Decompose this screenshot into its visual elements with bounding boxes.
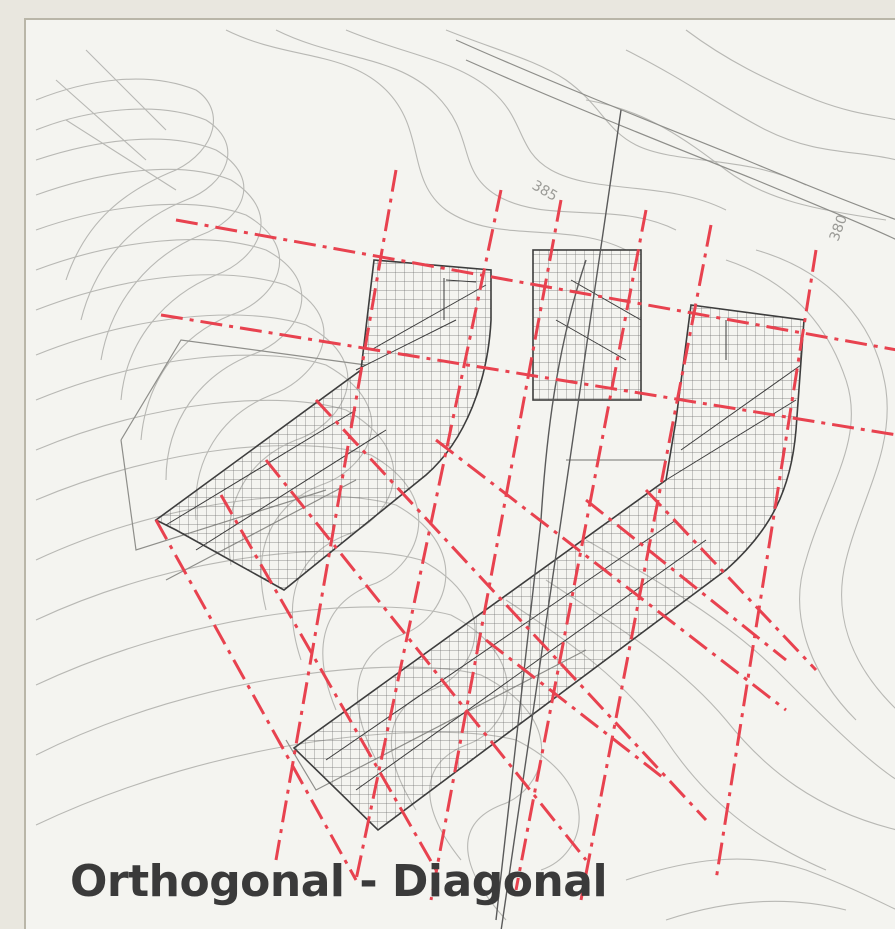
elevation-label-385: 385 <box>529 178 560 205</box>
elevation-label-380: 380 <box>827 213 851 244</box>
building-block-3 <box>292 304 805 832</box>
building-block-2 <box>532 249 642 401</box>
building-details <box>165 278 802 791</box>
elevation-labels: 385 380 <box>529 178 851 244</box>
site-plan-sheet: 385 380 Orthogonal - Diagonal <box>24 18 895 929</box>
site-plan-drawing: 385 380 <box>35 29 895 929</box>
diagram-caption: Orthogonal - Diagonal <box>70 856 608 907</box>
structural-axes <box>495 109 622 929</box>
building-block-1 <box>154 259 492 591</box>
regulating-lines <box>154 169 895 901</box>
